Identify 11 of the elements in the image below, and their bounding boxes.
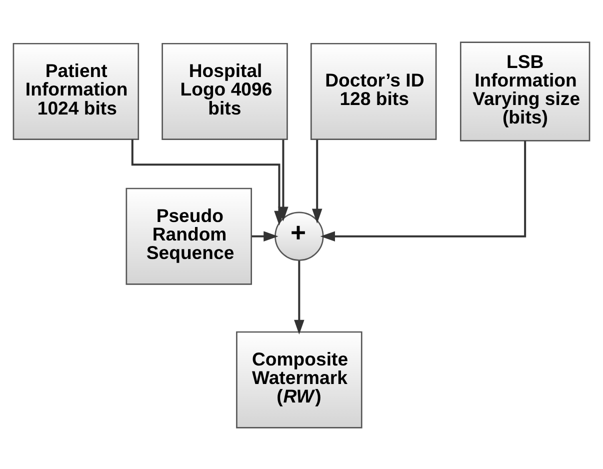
node-box: Composite Watermark (RW) xyxy=(236,330,362,428)
arrow xyxy=(294,260,304,334)
arrow xyxy=(320,140,526,241)
node-box: Doctor’s ID 128 bits xyxy=(310,42,437,140)
node-box: Patient Information 1024 bits xyxy=(12,42,140,140)
node-box: Pseudo Random Sequence xyxy=(126,187,252,284)
node-box: Hospital Logo 4096 bits xyxy=(162,42,288,140)
arrow xyxy=(312,139,322,223)
node-box: LSB Information Varying size (bits) xyxy=(460,41,590,141)
arrow xyxy=(252,230,278,241)
arrow xyxy=(278,139,288,221)
